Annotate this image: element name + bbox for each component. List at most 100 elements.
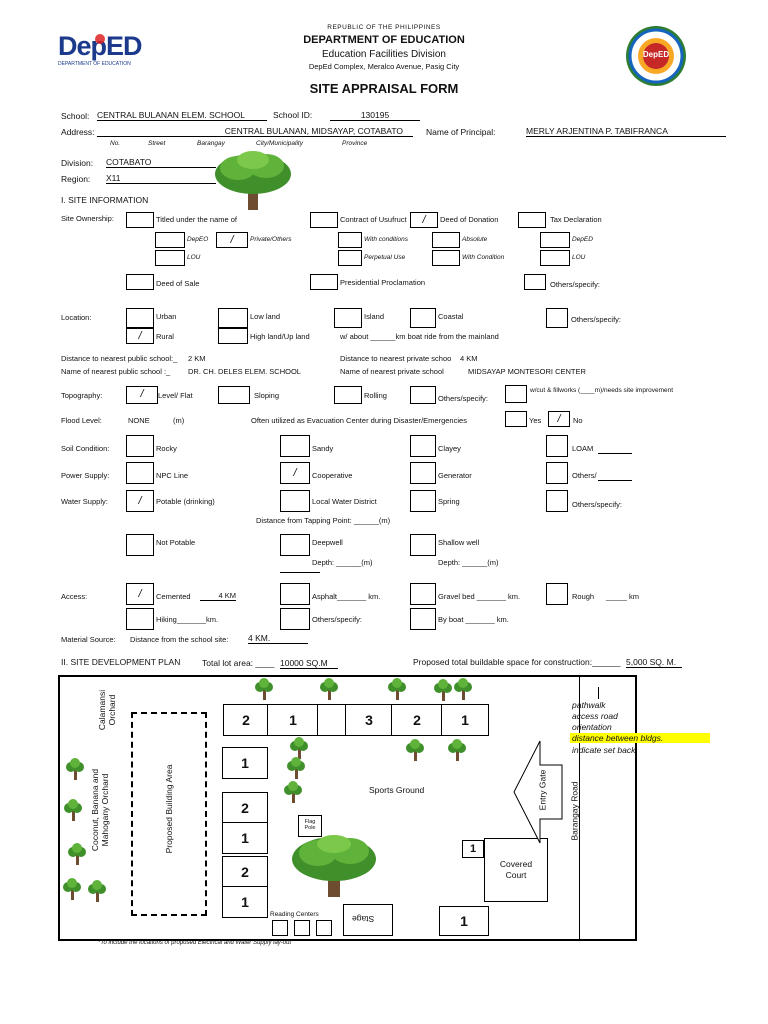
sloping-checkbox[interactable] [218, 386, 250, 404]
name-private-value[interactable]: MIDSAYAP MONTESORI CENTER [468, 367, 586, 376]
others-location-checkbox[interactable] [546, 308, 568, 328]
others-water-label: Others/specify: [572, 500, 623, 509]
cooperative-checkbox[interactable]: / [280, 462, 310, 484]
clayey-checkbox[interactable] [410, 435, 436, 457]
sandy-checkbox[interactable] [280, 435, 310, 457]
dist-public-value[interactable]: 2 KM [188, 354, 206, 363]
rolling-checkbox[interactable] [334, 386, 362, 404]
loam-checkbox[interactable] [546, 435, 568, 457]
private-others-checkbox[interactable]: / [216, 232, 248, 248]
loam-line[interactable] [598, 453, 632, 454]
name-public-label: Name of nearest public school :_ [61, 367, 171, 376]
lou2-checkbox[interactable] [540, 250, 570, 266]
not-potable-checkbox[interactable] [126, 534, 154, 556]
deped2-checkbox[interactable] [540, 232, 570, 248]
asphalt-checkbox[interactable] [280, 583, 310, 605]
rocky-checkbox[interactable] [126, 435, 154, 457]
small-tree-icon [446, 739, 468, 766]
logo-accent-icon [95, 34, 105, 44]
power-label: Power Supply: [61, 471, 110, 480]
small-tree-icon [62, 799, 84, 826]
material-value[interactable]: 4 KM. [248, 633, 308, 644]
buildable-label: Proposed total buildable space for const… [413, 657, 621, 667]
deed-sale-checkbox[interactable] [126, 274, 154, 290]
principal-label: Name of Principal: [426, 127, 496, 137]
tax-declaration-checkbox[interactable] [518, 212, 546, 228]
contract-usufruct-checkbox[interactable] [310, 212, 338, 228]
dist-private-value[interactable]: 4 KM [460, 354, 478, 363]
local-water-checkbox[interactable] [280, 490, 310, 512]
others-access-checkbox[interactable] [280, 608, 310, 630]
low-land-checkbox[interactable] [218, 308, 248, 328]
others-topo-checkbox[interactable] [410, 386, 436, 404]
spring-checkbox[interactable] [410, 490, 436, 512]
with-conditions-checkbox[interactable] [338, 232, 362, 248]
titled-label: Titled under the name of [156, 215, 238, 224]
footnote: *To include the locations of proposed El… [98, 940, 292, 946]
address-field[interactable]: CENTRAL BULANAN, MIDSAYAP, COTABATO [97, 126, 413, 137]
division-field[interactable]: COTABATO [106, 157, 216, 168]
legend-item: orientation [572, 722, 612, 732]
gravel-checkbox[interactable] [410, 583, 436, 605]
no-checkbox[interactable]: / [548, 411, 570, 427]
island-checkbox[interactable] [334, 308, 362, 328]
address-part-no: No. [110, 140, 121, 147]
others-ownership-checkbox[interactable] [524, 274, 546, 290]
coastal-checkbox[interactable] [410, 308, 436, 328]
small-tree-icon [282, 781, 304, 808]
division-title: Education Facilities Division [322, 49, 446, 60]
building: 1 [222, 747, 268, 779]
stage-box: Stage [343, 904, 393, 936]
rural-checkbox[interactable]: / [126, 328, 154, 344]
entry-gate-label: Entry Gate [537, 769, 548, 811]
flood-value[interactable]: NONE [128, 416, 150, 425]
republic-label: REPUBLIC OF THE PHILIPPINES [327, 24, 441, 31]
with-condition-checkbox[interactable] [432, 250, 460, 266]
location-label: Location: [61, 313, 92, 322]
urban-checkbox[interactable] [126, 308, 154, 328]
cut-fill-checkbox[interactable] [505, 385, 527, 403]
deed-donation-checkbox[interactable]: / [410, 212, 438, 228]
boat-ride-label: w/ about ______km boat ride from the mai… [340, 332, 499, 341]
deepwell-checkbox[interactable] [280, 534, 310, 556]
perpetual-use-checkbox[interactable] [338, 250, 362, 266]
legend-item: access road [572, 711, 618, 721]
others-water-checkbox[interactable] [546, 490, 568, 512]
absolute-checkbox[interactable] [432, 232, 460, 248]
rolling-label: Rolling [364, 391, 387, 400]
titled-checkbox[interactable] [126, 212, 154, 228]
others-power-line[interactable] [598, 480, 632, 481]
potable-checkbox[interactable]: / [126, 490, 154, 512]
deped-checkbox[interactable] [155, 232, 185, 248]
yes-checkbox[interactable] [505, 411, 527, 427]
hiking-checkbox[interactable] [126, 608, 154, 630]
buildable-value[interactable]: 5,000 SQ. M. [626, 657, 682, 668]
school-id-field[interactable]: 130195 [330, 110, 420, 121]
depth-line [280, 572, 320, 573]
presidential-checkbox[interactable] [310, 274, 338, 290]
by-boat-checkbox[interactable] [410, 608, 436, 630]
cemented-checkbox[interactable]: / [126, 583, 154, 605]
cemented-value[interactable]: 4 KM [200, 591, 236, 601]
building: 1 [222, 886, 268, 918]
name-public-value[interactable]: DR. CH. DELES ELEM. SCHOOL [188, 367, 301, 376]
school-field[interactable]: CENTRAL BULANAN ELEM. SCHOOL [97, 110, 267, 121]
seal-text: DepED [642, 50, 670, 59]
high-land-checkbox[interactable] [218, 328, 248, 344]
generator-label: Generator [438, 471, 472, 480]
tax-declaration-label: Tax Declaration [550, 215, 602, 224]
generator-checkbox[interactable] [410, 462, 436, 484]
address-part-barangay: Barangay [197, 140, 225, 147]
rough-checkbox[interactable] [546, 583, 568, 605]
shallow-well-checkbox[interactable] [410, 534, 436, 556]
lot-area-value[interactable]: 10000 SQ.M [280, 658, 338, 669]
small-tree-icon [404, 739, 426, 766]
lou-checkbox[interactable] [155, 250, 185, 266]
level-flat-checkbox[interactable]: / [126, 386, 158, 404]
others-power-checkbox[interactable] [546, 462, 568, 484]
region-field[interactable]: X11 [106, 173, 216, 184]
npc-line-checkbox[interactable] [126, 462, 154, 484]
principal-field[interactable]: MERLY ARJENTINA P. TABIFRANCA [526, 126, 726, 137]
perpetual-use-label: Perpetual Use [364, 254, 406, 261]
dist-public-label: Distance to nearest public school:_ [61, 354, 178, 363]
